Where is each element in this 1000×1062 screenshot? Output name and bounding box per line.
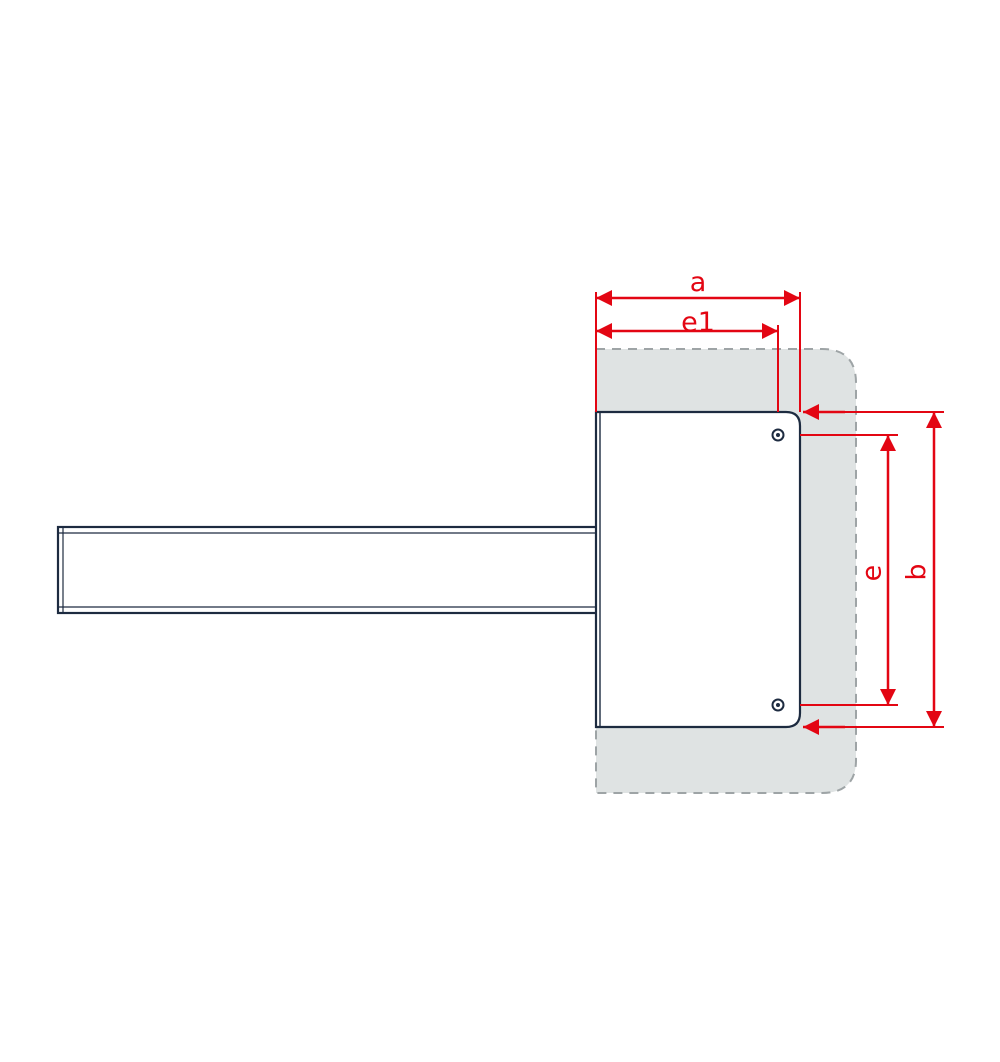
- screw-bottom: [771, 698, 785, 712]
- dimension-label-a: a: [690, 267, 707, 298]
- mounting-plate: [594, 410, 802, 729]
- screw-top: [771, 428, 785, 442]
- extension-lines: [595, 292, 944, 728]
- dimension-label-e1: e1: [681, 307, 715, 338]
- dimension-label-b: b: [902, 563, 933, 580]
- dimension-lines: [596, 290, 942, 735]
- dimension-label-e: e: [857, 565, 888, 582]
- mounting-arm: [56, 525, 600, 615]
